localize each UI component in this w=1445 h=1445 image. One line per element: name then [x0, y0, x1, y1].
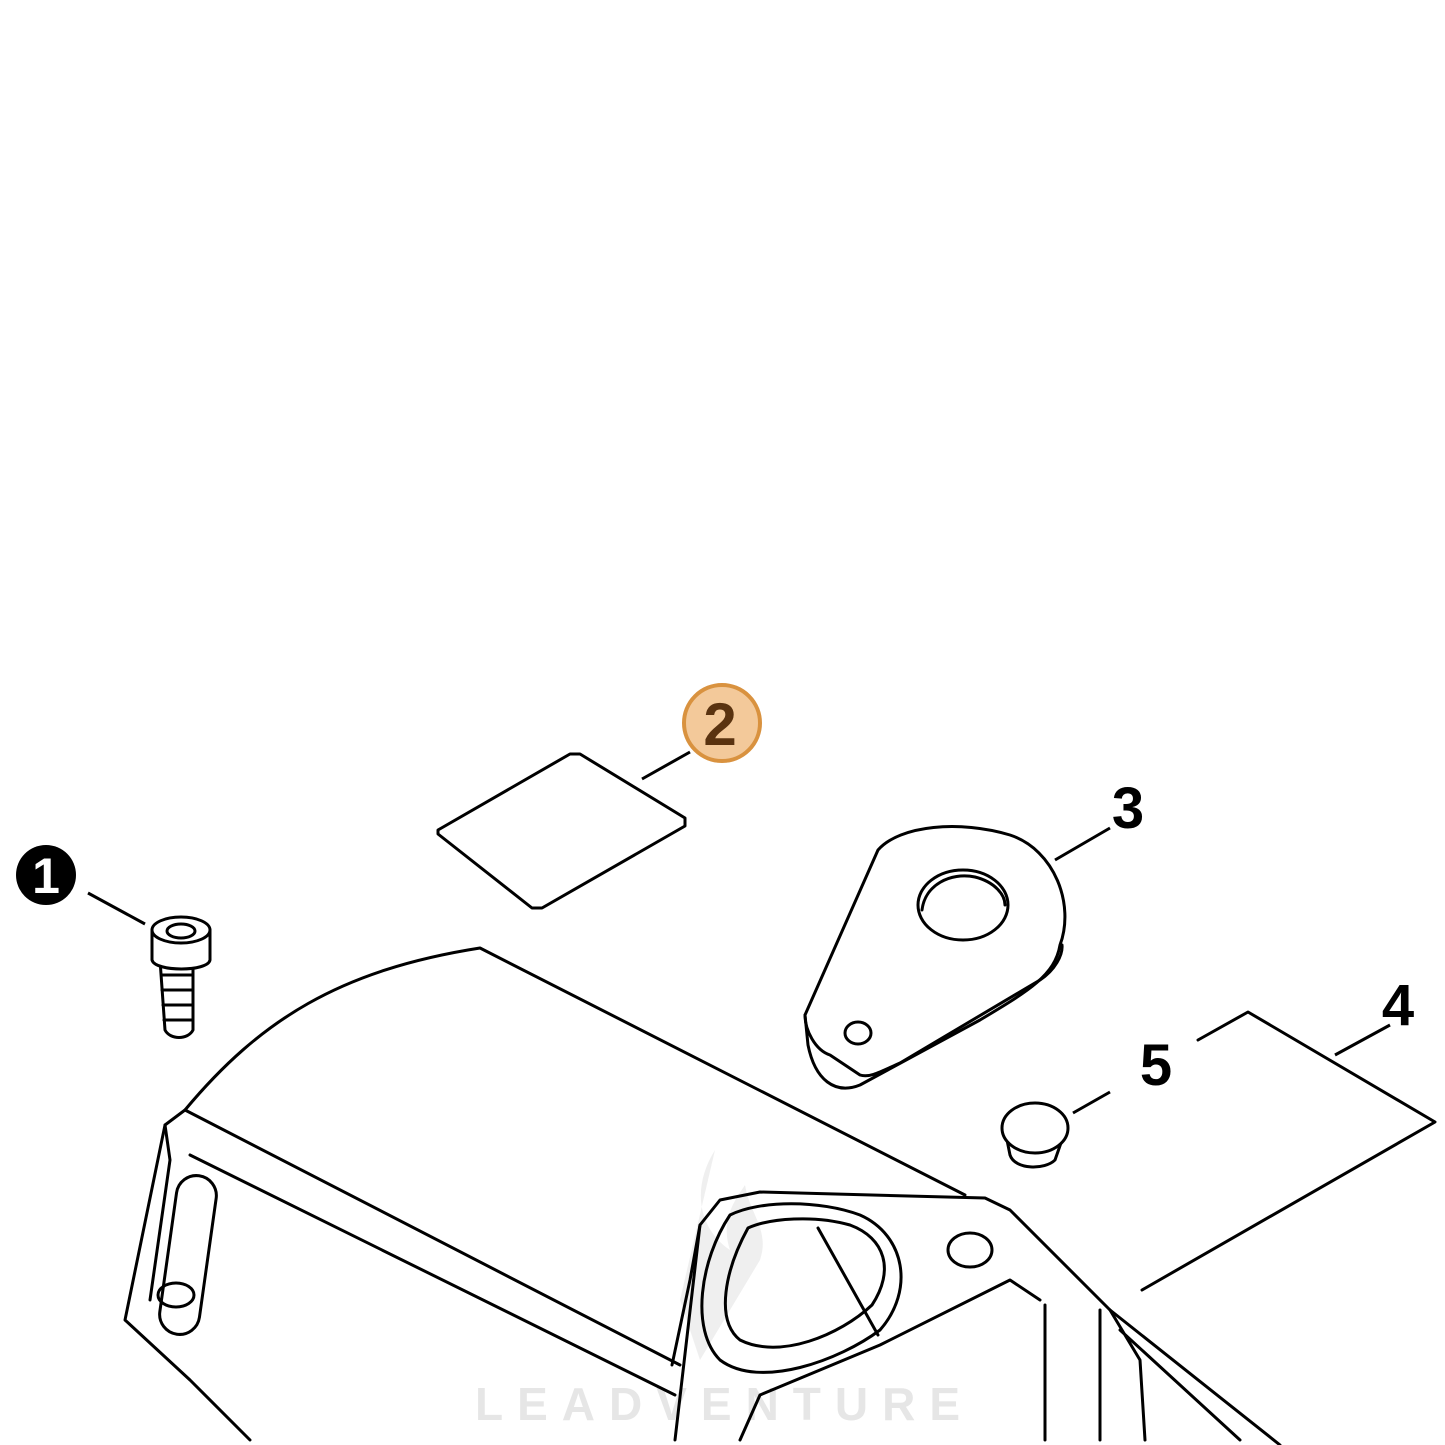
leader-lines	[87, 750, 1391, 1115]
callout-1[interactable]: 1	[16, 845, 76, 905]
housing-front-edge	[183, 1108, 682, 1367]
leader-line-4	[1334, 1023, 1391, 1057]
part-1-screw	[150, 915, 212, 1039]
callout-4-number[interactable]: 4	[1382, 973, 1414, 1038]
part-2-label-plate	[436, 752, 687, 910]
housing-slot-hole	[156, 1281, 196, 1309]
watermark-logo-icon	[680, 1150, 763, 1360]
leader-line-2	[641, 750, 691, 781]
plate-thickness-edge	[803, 943, 1064, 1078]
leader-line-1	[87, 891, 146, 926]
watermark-text: LEADVENTURE	[475, 1378, 974, 1430]
callout-2-number: 2	[703, 691, 736, 758]
plate-large-hole	[916, 868, 1010, 942]
bracket-opening-inner	[723, 1217, 886, 1349]
screw-socket	[165, 922, 197, 940]
callout-1-badge	[16, 845, 76, 905]
housing-top-edge	[183, 946, 967, 1197]
bracket-left-edge	[673, 1223, 702, 1442]
housing-lower-edge	[188, 1153, 677, 1397]
screw-shank	[158, 958, 195, 1039]
housing-slot	[158, 1174, 218, 1336]
callout-1-number: 1	[32, 848, 60, 904]
main-housing	[123, 946, 1282, 1445]
plate-body	[803, 825, 1067, 1090]
callout-2-badge	[682, 683, 762, 763]
housing-left-side	[123, 1108, 252, 1442]
bracket-outline	[670, 1190, 1282, 1445]
housing-left-inner	[148, 1123, 172, 1302]
bracket-bolt-hole	[946, 1231, 994, 1269]
part-4-decal-sheet	[1140, 1010, 1437, 1292]
screw-threads	[160, 973, 195, 1022]
bracket-opening-rib	[816, 1226, 880, 1337]
callout-2[interactable]: 2	[682, 683, 762, 763]
bracket-large-opening	[700, 1202, 903, 1374]
part-5-plug	[1000, 1101, 1070, 1169]
part-3-plate	[803, 825, 1067, 1090]
callout-3-number[interactable]: 3	[1112, 776, 1144, 841]
leader-line-5	[1072, 1090, 1111, 1115]
plate-hole-inner-edge	[920, 874, 1007, 912]
plug-top	[1000, 1101, 1070, 1155]
bracket-ribs	[1043, 1303, 1242, 1442]
callout-5-number[interactable]: 5	[1140, 1033, 1172, 1098]
plate-small-hole	[843, 1020, 873, 1046]
leader-line-3	[1054, 826, 1111, 862]
bracket-lower-edge	[738, 1278, 1042, 1442]
